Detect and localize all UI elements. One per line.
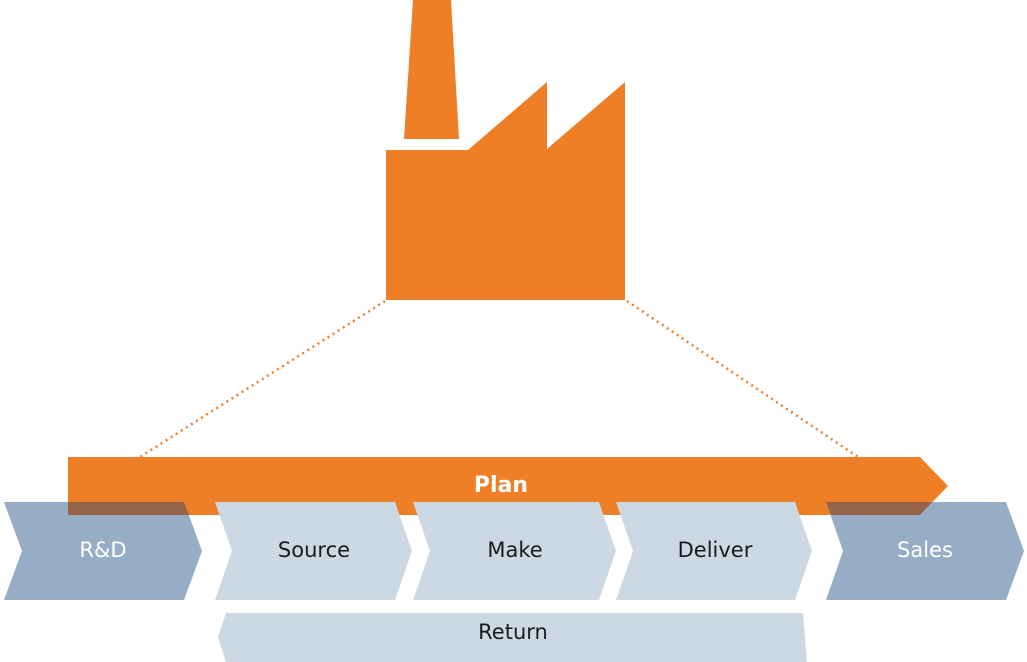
plan-overlap-right [826, 502, 932, 515]
factory-building [386, 82, 625, 300]
zoom-line-left [139, 299, 386, 459]
chevron-rd: R&D [4, 502, 202, 600]
chevron-make-label: Make [487, 538, 542, 562]
chevron-rd-label: R&D [79, 538, 126, 562]
chevron-make: Make [413, 502, 616, 600]
return-bar: Return [218, 613, 807, 662]
zoom-line-right [626, 299, 859, 459]
chevron-sales: Sales [826, 502, 1024, 600]
chevron-source-label: Source [278, 538, 350, 562]
chevron-source: Source [215, 502, 412, 600]
return-label: Return [478, 620, 548, 644]
chevron-sales-label: Sales [897, 538, 953, 562]
chevron-deliver: Deliver [616, 502, 812, 600]
plan-label: Plan [474, 473, 528, 498]
plan-arrow: Plan [68, 457, 948, 515]
plan-overlap-left [68, 502, 189, 515]
factory-chimney [404, 0, 459, 139]
plan-arrow-shape [68, 457, 948, 515]
chevron-deliver-label: Deliver [678, 538, 753, 562]
factory-icon [386, 0, 625, 300]
return-bar-shape [218, 613, 807, 662]
